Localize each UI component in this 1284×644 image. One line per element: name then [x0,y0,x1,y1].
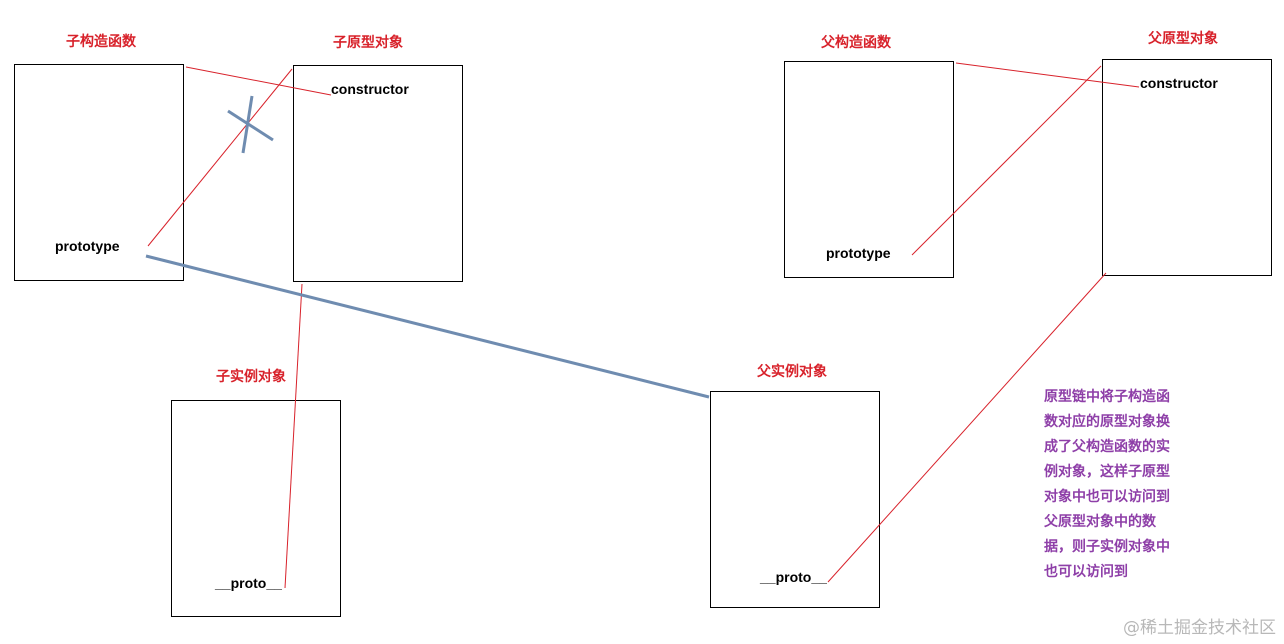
child-instance-box [171,400,341,617]
parent-instance-box [710,391,880,608]
child-constructor-box [14,64,184,281]
note-line: 父原型对象中的数 [1044,514,1156,530]
parent-prototype-label: prototype [826,245,891,261]
parent-constructor-link [955,62,1140,88]
note-line: 成了父构造函数的实 [1044,439,1170,455]
note-line: 据，则子实例对象中 [1044,539,1170,555]
explanation-note: 原型链中将子构造函 数对应的原型对象换 成了父构造函数的实 例对象，这样子原型 … [1044,385,1186,585]
cross-mark-stroke-2 [227,109,274,142]
child-prototype-label: prototype [55,238,120,254]
child-prototype-new-link [145,254,710,399]
parent-constructor-property-label: constructor [1140,75,1218,91]
child-constructor-link [185,66,332,96]
parent-proto-label: __proto__ [760,569,827,585]
child-constructor-property-label: constructor [331,81,409,97]
child-proto-label: __proto__ [215,575,282,591]
child-instance-title: 子实例对象 [216,369,286,385]
parent-prototype-link [911,65,1102,256]
note-line: 数对应的原型对象换 [1044,414,1170,430]
parent-proto-link [827,272,1107,583]
note-line: 对象中也可以访问到 [1044,489,1170,505]
note-line: 原型链中将子构造函 [1044,389,1170,405]
note-line: 例对象，这样子原型 [1044,464,1170,480]
parent-instance-title: 父实例对象 [757,364,827,380]
child-proto-link [284,283,303,589]
child-prototype-object-title: 子原型对象 [333,35,403,51]
child-prototype-object-box [293,65,463,282]
note-line: 也可以访问到 [1044,564,1128,580]
watermark: @稀土掘金技术社区 [1123,618,1276,638]
child-constructor-title: 子构造函数 [66,34,136,50]
parent-prototype-object-title: 父原型对象 [1148,31,1218,47]
parent-prototype-object-box [1102,59,1272,276]
parent-constructor-title: 父构造函数 [821,35,891,51]
child-prototype-old-link [147,68,293,247]
